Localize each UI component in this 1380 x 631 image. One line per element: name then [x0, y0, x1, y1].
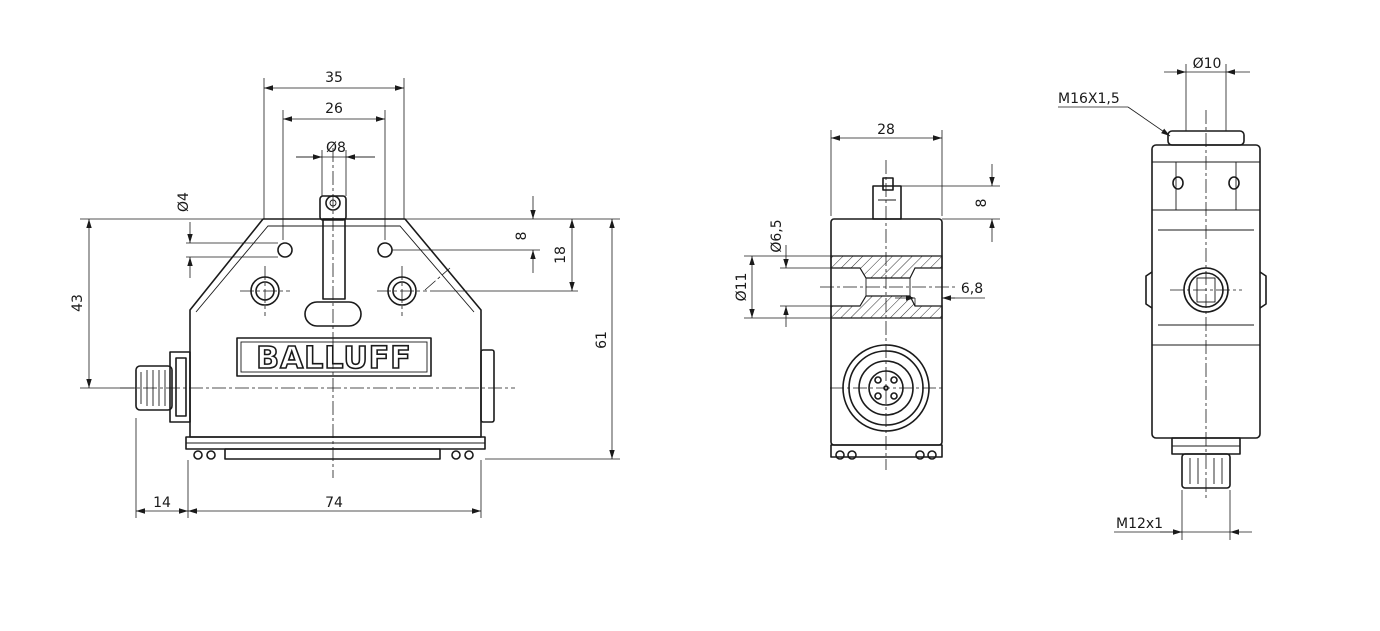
section-hatch-bottom: [830, 295, 943, 319]
front-housing-outline: [189, 218, 482, 438]
end-hole-right: [1228, 176, 1240, 190]
dim-counterbore: 6,8: [961, 281, 983, 297]
dim-43: 43: [70, 294, 86, 312]
thread-label-top: M16X1,5: [1058, 91, 1120, 107]
dim-8-side: 8: [974, 199, 990, 208]
dim-61: 61: [594, 331, 610, 349]
dim-28: 28: [877, 122, 895, 138]
end-hole-left: [1172, 176, 1184, 190]
dim-8-front: 8: [514, 232, 530, 241]
thread-label-bottom: M12x1: [1116, 516, 1163, 532]
logo-plate: [236, 337, 432, 377]
side-view: 28 8 Ø6,5 Ø11 6,8: [734, 122, 1000, 470]
connector-right-cap: [480, 349, 495, 423]
brand-logo: BALLUFF: [256, 341, 412, 376]
connector-left-nut: [169, 351, 191, 423]
small-hole-right: [377, 242, 393, 258]
front-feet: [224, 448, 441, 460]
dim-18: 18: [553, 246, 569, 264]
dim-hole-dia: Ø4: [176, 192, 192, 212]
front-view: BALLUFF 35 26 Ø8: [70, 70, 620, 518]
dim-plunger-dia: Ø8: [326, 140, 346, 156]
dim-bore-large: Ø11: [734, 273, 750, 302]
side-base: [830, 444, 943, 458]
dim-26: 26: [325, 101, 343, 117]
dim-74: 74: [325, 495, 343, 511]
dim-tip-dia: Ø10: [1193, 56, 1222, 72]
end-view: Ø10 M16X1,5 M12x1: [1058, 56, 1267, 540]
small-hole-left: [277, 242, 293, 258]
plunger-channel: [322, 218, 346, 300]
dim-bore-small: Ø6,5: [769, 219, 785, 252]
dim-35: 35: [325, 70, 343, 86]
front-housing-inner-edge: [195, 225, 475, 313]
dim-14: 14: [153, 495, 171, 511]
section-hatch-top: [830, 255, 943, 279]
side-housing: [830, 218, 943, 446]
side-plunger: [872, 185, 902, 220]
connector-pin: [874, 376, 882, 384]
